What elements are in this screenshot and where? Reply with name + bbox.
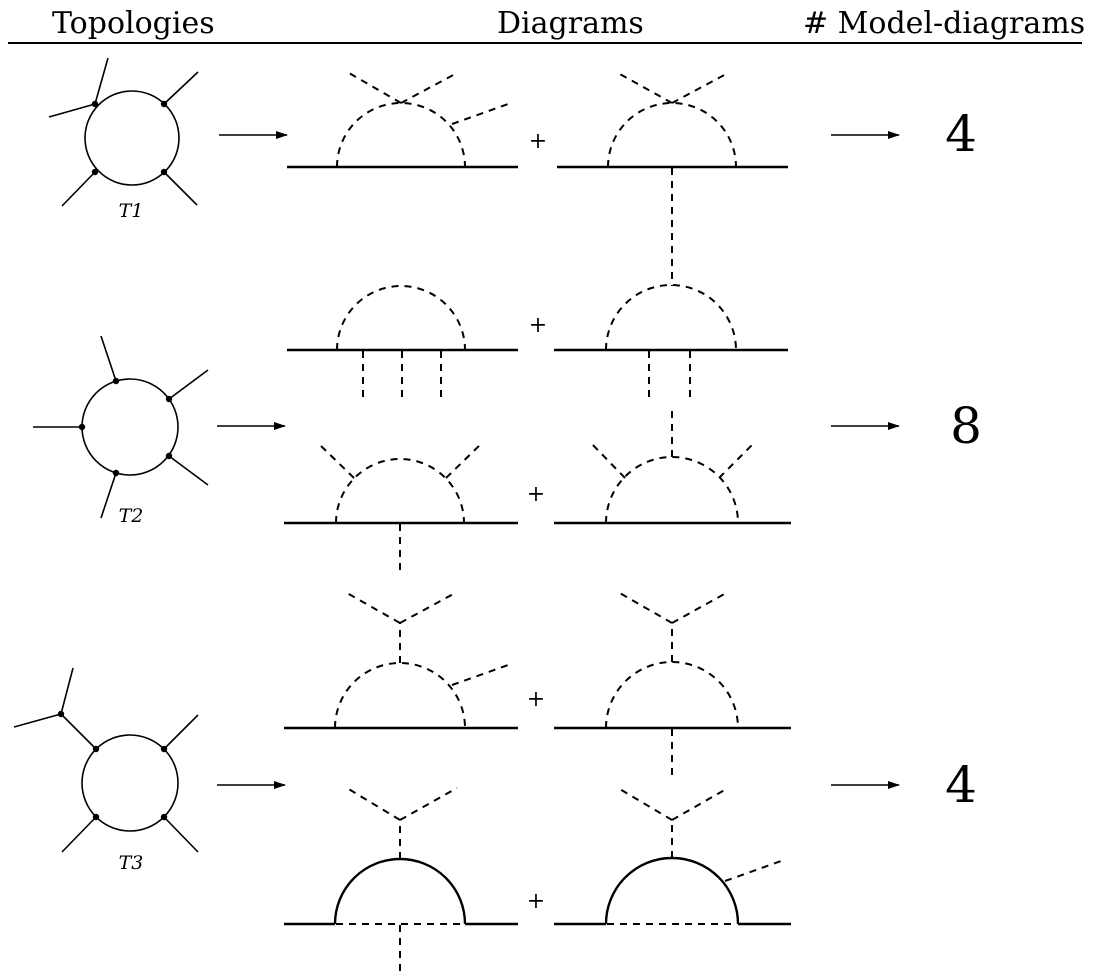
header-model-diagrams: # Model-diagrams	[803, 6, 1086, 41]
header-topologies: Topologies	[52, 6, 215, 41]
topology-label-t1: T1	[118, 200, 144, 222]
plus-sign: +	[528, 313, 548, 338]
diagram-t3-d	[554, 787, 791, 926]
model-diagram-count-t2: 8	[950, 397, 982, 455]
topology-t3	[13, 667, 199, 853]
topology-label-t2: T2	[118, 505, 144, 527]
diagram-t2-a	[287, 285, 518, 400]
topology-t2	[33, 335, 209, 519]
plus-sign: +	[526, 687, 546, 712]
diagram-t2-d	[554, 408, 791, 525]
diagram-t1-a	[287, 72, 518, 169]
diagram-t3-b	[554, 591, 791, 780]
plus-sign: +	[528, 129, 548, 154]
model-diagram-count-t3: 4	[945, 756, 977, 814]
topology-t1	[48, 57, 199, 207]
model-diagram-count-t1: 4	[945, 105, 977, 163]
diagram-t1-b	[557, 72, 788, 286]
diagram-t3-a	[284, 591, 518, 730]
topology-label-t3: T3	[118, 852, 144, 874]
plus-sign: +	[526, 889, 546, 914]
header-rule	[8, 42, 1082, 44]
diagram-t2-b	[554, 284, 788, 400]
diagram-t3-c	[284, 787, 518, 972]
header-diagrams: Diagrams	[497, 6, 644, 41]
diagram-t2-c	[284, 442, 518, 573]
plus-sign: +	[526, 482, 546, 507]
